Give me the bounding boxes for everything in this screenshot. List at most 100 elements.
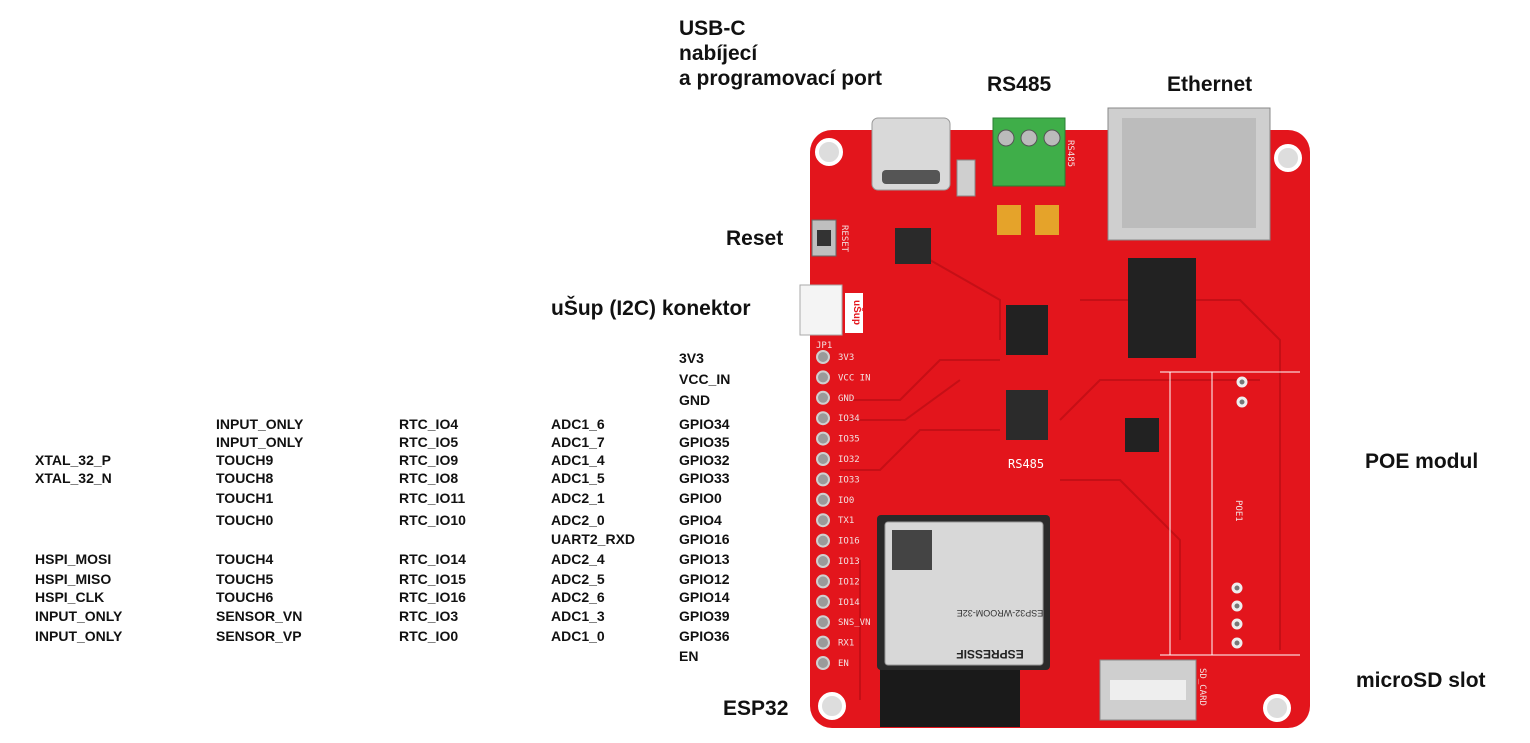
header-pin-label: EN — [838, 659, 849, 669]
microsd-annotation: microSD slot — [1356, 669, 1486, 692]
poe-outline — [1160, 371, 1300, 656]
header-pin-label: IO0 — [838, 496, 854, 506]
usbc-line-2: nabíjecí — [679, 42, 758, 65]
mounting-holes — [815, 138, 1302, 722]
pin-cell-c4: ADC1_5 — [551, 470, 605, 486]
pin-cell-c1: HSPI_MISO — [35, 571, 112, 587]
header-pin-label: VCC IN — [838, 373, 871, 383]
pin-cell-c3: RTC_IO3 — [399, 608, 459, 624]
pin-cell-c2: TOUCH1 — [216, 490, 274, 506]
pin-cell-c4: ADC2_1 — [551, 490, 605, 506]
pin-cell-c3: RTC_IO8 — [399, 470, 459, 486]
header-pin-hole — [816, 452, 830, 466]
power-pin-3v3: 3V3 — [679, 350, 704, 366]
rs485-silk: RS485 — [1065, 140, 1075, 167]
header-pin-hole — [816, 431, 830, 446]
pin-cell-gpio: GPIO12 — [679, 571, 730, 587]
pin-cell-c3: RTC_IO16 — [399, 589, 466, 605]
pin-cell-gpio: GPIO0 — [679, 490, 722, 506]
pin-cell-c4: ADC1_3 — [551, 608, 605, 624]
header-pin-label: IO35 — [838, 435, 860, 445]
pin-cell-gpio: GPIO36 — [679, 628, 730, 644]
header-pin-hole — [816, 656, 830, 670]
pin-cell-c4: ADC1_0 — [551, 628, 605, 644]
header-pin-hole — [816, 594, 830, 609]
header-pin-label: 3V3 — [838, 353, 854, 363]
pin-cell-c1: XTAL_32_P — [35, 452, 111, 468]
header-pin-label: IO16 — [838, 537, 860, 547]
pin-cell-c3: RTC_IO10 — [399, 512, 466, 528]
svg-text:SD_CARD: SD_CARD — [1197, 668, 1207, 706]
pin-cell-c1: INPUT_ONLY — [35, 628, 123, 644]
header-pin-hole — [816, 472, 830, 487]
header-pin-label: IO12 — [838, 577, 860, 587]
header-pin-label: GND — [838, 394, 854, 404]
pin-cell-c4: ADC2_6 — [551, 589, 605, 605]
header-pin-hole — [816, 350, 830, 364]
header-pin-label: IO33 — [838, 475, 860, 485]
svg-text:RS485: RS485 — [1008, 457, 1044, 471]
header-pin-label: IO14 — [838, 598, 860, 608]
svg-text:ESP32-WROOM-32E: ESP32-WROOM-32E — [957, 608, 1044, 618]
pin-cell-c3: RTC_IO5 — [399, 434, 459, 450]
svg-text:uŠup: uŠup — [851, 300, 864, 325]
rs485-annotation: RS485 — [987, 73, 1052, 96]
pin-cell-c2: INPUT_ONLY — [216, 434, 304, 450]
pin-cell-c1: HSPI_CLK — [35, 589, 105, 605]
usbc-line-1: USB-C — [679, 17, 746, 40]
header-pin-hole — [816, 615, 830, 630]
pin-cell-c1: INPUT_ONLY — [35, 608, 123, 624]
header-pin-hole — [816, 411, 830, 426]
esp32-annotation: ESP32 — [723, 697, 789, 720]
pin-cell-gpio: GPIO16 — [679, 531, 730, 547]
header-pin-hole — [816, 574, 830, 589]
header-pin-hole — [816, 554, 830, 568]
poe-annotation: POE modul — [1365, 450, 1479, 473]
header-pin-label: TX1 — [838, 516, 854, 526]
header-pin-hole — [816, 492, 830, 507]
pin-cell-c2: SENSOR_VP — [216, 628, 302, 644]
header-pin-hole — [816, 370, 830, 385]
pin-cell-c4: UART2_RXD — [551, 531, 636, 547]
pin-cell-gpio: GPIO39 — [679, 608, 730, 624]
pin-cell-c4: ADC2_0 — [551, 512, 605, 528]
pin-cell-c2: TOUCH9 — [216, 452, 274, 468]
pin-cell-gpio: EN — [679, 648, 699, 664]
pin-cell-c2: INPUT_ONLY — [216, 416, 304, 432]
header-pin-label: RX1 — [838, 639, 854, 649]
power-pin-gnd: GND — [679, 392, 711, 408]
pin-cell-c4: ADC1_7 — [551, 434, 605, 450]
ethernet-annotation: Ethernet — [1167, 73, 1253, 96]
pin-cell-c1: HSPI_MOSI — [35, 551, 112, 567]
header-pin-hole — [816, 533, 830, 548]
pin-cell-c3: RTC_IO11 — [399, 490, 466, 506]
pin-cell-gpio: GPIO34 — [679, 416, 730, 432]
pin-cell-c1: XTAL_32_N — [35, 470, 112, 486]
usbc-line-3: a programovací port — [679, 67, 883, 90]
pin-cell-gpio: GPIO33 — [679, 470, 730, 486]
usbc-annotation: USB-C nabíjecí a programovací port — [679, 16, 882, 91]
pin-cell-c2: TOUCH6 — [216, 589, 274, 605]
pin-cell-c2: TOUCH8 — [216, 470, 274, 486]
pin-cell-c3: RTC_IO15 — [399, 571, 466, 587]
reset-annotation: Reset — [726, 227, 784, 250]
power-pin-vcc-in: VCC_IN — [679, 371, 731, 387]
header-pin-hole — [816, 635, 830, 650]
pin-cell-c3: RTC_IO4 — [399, 416, 459, 432]
rs485-terminal — [992, 117, 1066, 187]
pin-cell-c4: ADC1_4 — [551, 452, 605, 468]
svg-text:JP1: JP1 — [816, 341, 832, 351]
pin-cell-c4: ADC2_4 — [551, 551, 605, 567]
pin-cell-c2: TOUCH4 — [216, 551, 274, 567]
pin-cell-c3: RTC_IO0 — [399, 628, 459, 644]
pin-cell-c3: RTC_IO14 — [399, 551, 466, 567]
header-pin-label: IO34 — [838, 414, 860, 424]
header-pin-label: IO13 — [838, 557, 860, 567]
header-pin-hole — [816, 513, 830, 528]
pin-cell-c2: TOUCH0 — [216, 512, 274, 528]
svg-text:ESPRESSIF: ESPRESSIF — [956, 647, 1023, 661]
pin-cell-c4: ADC2_5 — [551, 571, 605, 587]
pin-cell-gpio: GPIO35 — [679, 434, 730, 450]
